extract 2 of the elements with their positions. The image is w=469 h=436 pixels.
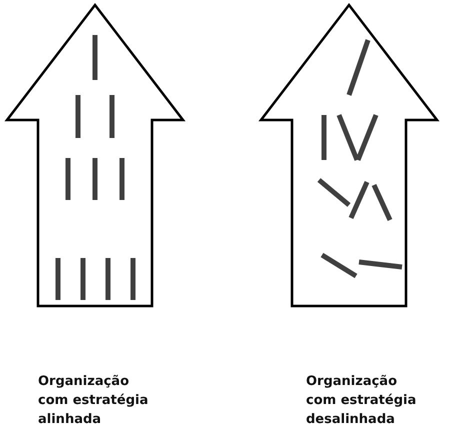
- caption: Organização com estratégia alinhada: [38, 373, 150, 429]
- caption: Organização com estratégia desalinhada: [306, 373, 418, 429]
